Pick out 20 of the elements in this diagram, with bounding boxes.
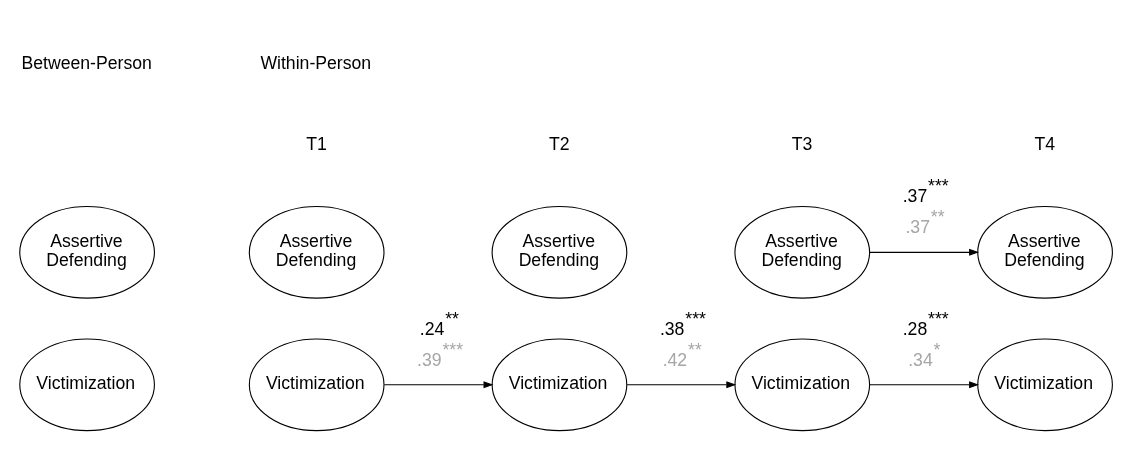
arrow xyxy=(626,380,737,388)
label: Between-Person xyxy=(21,52,152,73)
label: T4 xyxy=(1034,133,1056,154)
arrow xyxy=(869,380,980,388)
arrow xyxy=(869,248,980,256)
node-ellipse: Assertive Defending xyxy=(19,205,155,299)
node-ellipse: Assertive Defending xyxy=(977,205,1113,299)
label: T1 xyxy=(306,133,327,154)
node-ellipse: Victimization xyxy=(19,337,155,431)
node-ellipse: Victimization xyxy=(977,337,1113,431)
label: Within-Person xyxy=(260,52,372,73)
node-ellipse: Assertive Defending xyxy=(248,205,385,299)
label: T3 xyxy=(791,133,813,154)
node-ellipse: Victimization xyxy=(734,337,871,431)
node-ellipse: Victimization xyxy=(491,337,628,431)
label: T2 xyxy=(548,133,570,154)
node-ellipse: Assertive Defending xyxy=(734,205,871,299)
arrow xyxy=(383,380,494,388)
node-ellipse: Victimization xyxy=(248,337,385,431)
node-ellipse: Assertive Defending xyxy=(491,205,628,299)
